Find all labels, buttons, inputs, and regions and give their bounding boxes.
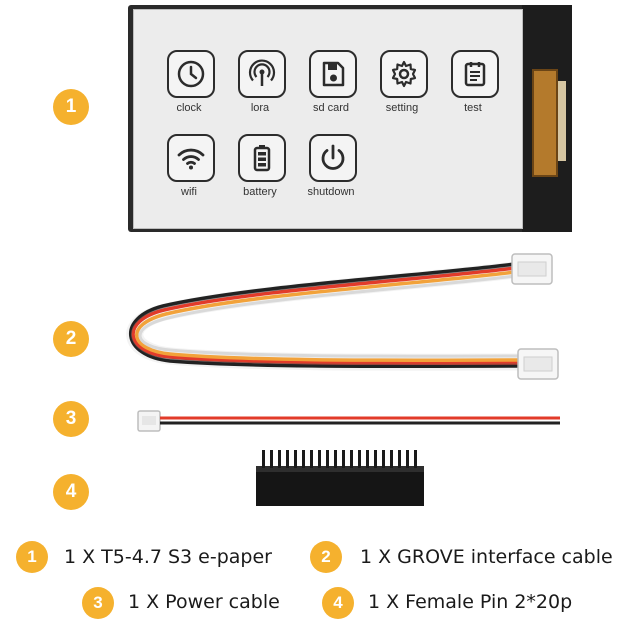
e-paper-device: clock lora sd card setting test wifi bat… <box>128 5 572 232</box>
sd-card-icon <box>322 61 345 87</box>
marker-1: 1 <box>53 89 89 125</box>
caption-4: 1 X Female Pin 2*20p <box>368 591 573 613</box>
caption-3: 1 X Power cable <box>128 591 280 613</box>
header-pin <box>358 450 361 468</box>
header-pin <box>302 450 305 468</box>
app-sd-card-label: sd card <box>312 102 350 114</box>
app-clock-label: clock <box>176 102 202 114</box>
app-lora[interactable] <box>238 50 286 98</box>
marker-2: 2 <box>53 321 89 357</box>
header-pin <box>270 450 273 468</box>
app-wifi[interactable] <box>167 134 215 182</box>
caption-badge-1: 1 <box>16 541 48 573</box>
header-pin <box>318 450 321 468</box>
app-test[interactable] <box>451 50 499 98</box>
marker-3: 3 <box>53 401 89 437</box>
power-cable <box>137 410 560 432</box>
female-pin-header <box>256 466 424 506</box>
antenna-icon <box>248 59 276 86</box>
app-battery-label: battery <box>243 186 277 198</box>
caption-badge-4: 4 <box>322 587 354 619</box>
app-wifi-label: wifi <box>181 186 197 198</box>
e-paper-screen: clock lora sd card setting test wifi bat… <box>133 9 523 229</box>
header-pin <box>286 450 289 468</box>
power-icon <box>321 144 345 170</box>
wifi-icon <box>177 148 205 170</box>
header-pin <box>398 450 401 468</box>
app-lora-label: lora <box>250 102 270 114</box>
header-pin <box>350 450 353 468</box>
header-pin <box>406 450 409 468</box>
app-shutdown[interactable] <box>309 134 357 182</box>
app-setting-label: setting <box>385 102 419 114</box>
header-pin <box>310 450 313 468</box>
app-test-label: test <box>464 102 482 114</box>
caption-2: 1 X GROVE interface cable <box>360 546 613 568</box>
header-pin <box>342 450 345 468</box>
app-shutdown-label: shutdown <box>307 186 355 198</box>
clipboard-icon <box>464 62 486 87</box>
header-pin <box>262 450 265 468</box>
clock-icon <box>177 60 205 88</box>
marker-4: 4 <box>53 474 89 510</box>
caption-1: 1 X T5-4.7 S3 e-paper <box>64 546 272 568</box>
header-pin <box>390 450 393 468</box>
header-pin <box>326 450 329 468</box>
battery-icon <box>253 145 271 172</box>
app-sd-card[interactable] <box>309 50 357 98</box>
header-pin <box>294 450 297 468</box>
header-pin <box>374 450 377 468</box>
header-pin <box>382 450 385 468</box>
header-pin <box>414 450 417 468</box>
caption-badge-2: 2 <box>310 541 342 573</box>
app-setting[interactable] <box>380 50 428 98</box>
header-pin <box>278 450 281 468</box>
device-connector-pins <box>558 81 566 161</box>
header-pin <box>334 450 337 468</box>
app-battery[interactable] <box>238 134 286 182</box>
header-pin <box>366 450 369 468</box>
device-connector <box>532 69 558 177</box>
app-clock[interactable] <box>167 50 215 98</box>
gear-icon <box>391 60 417 88</box>
caption-badge-3: 3 <box>82 587 114 619</box>
